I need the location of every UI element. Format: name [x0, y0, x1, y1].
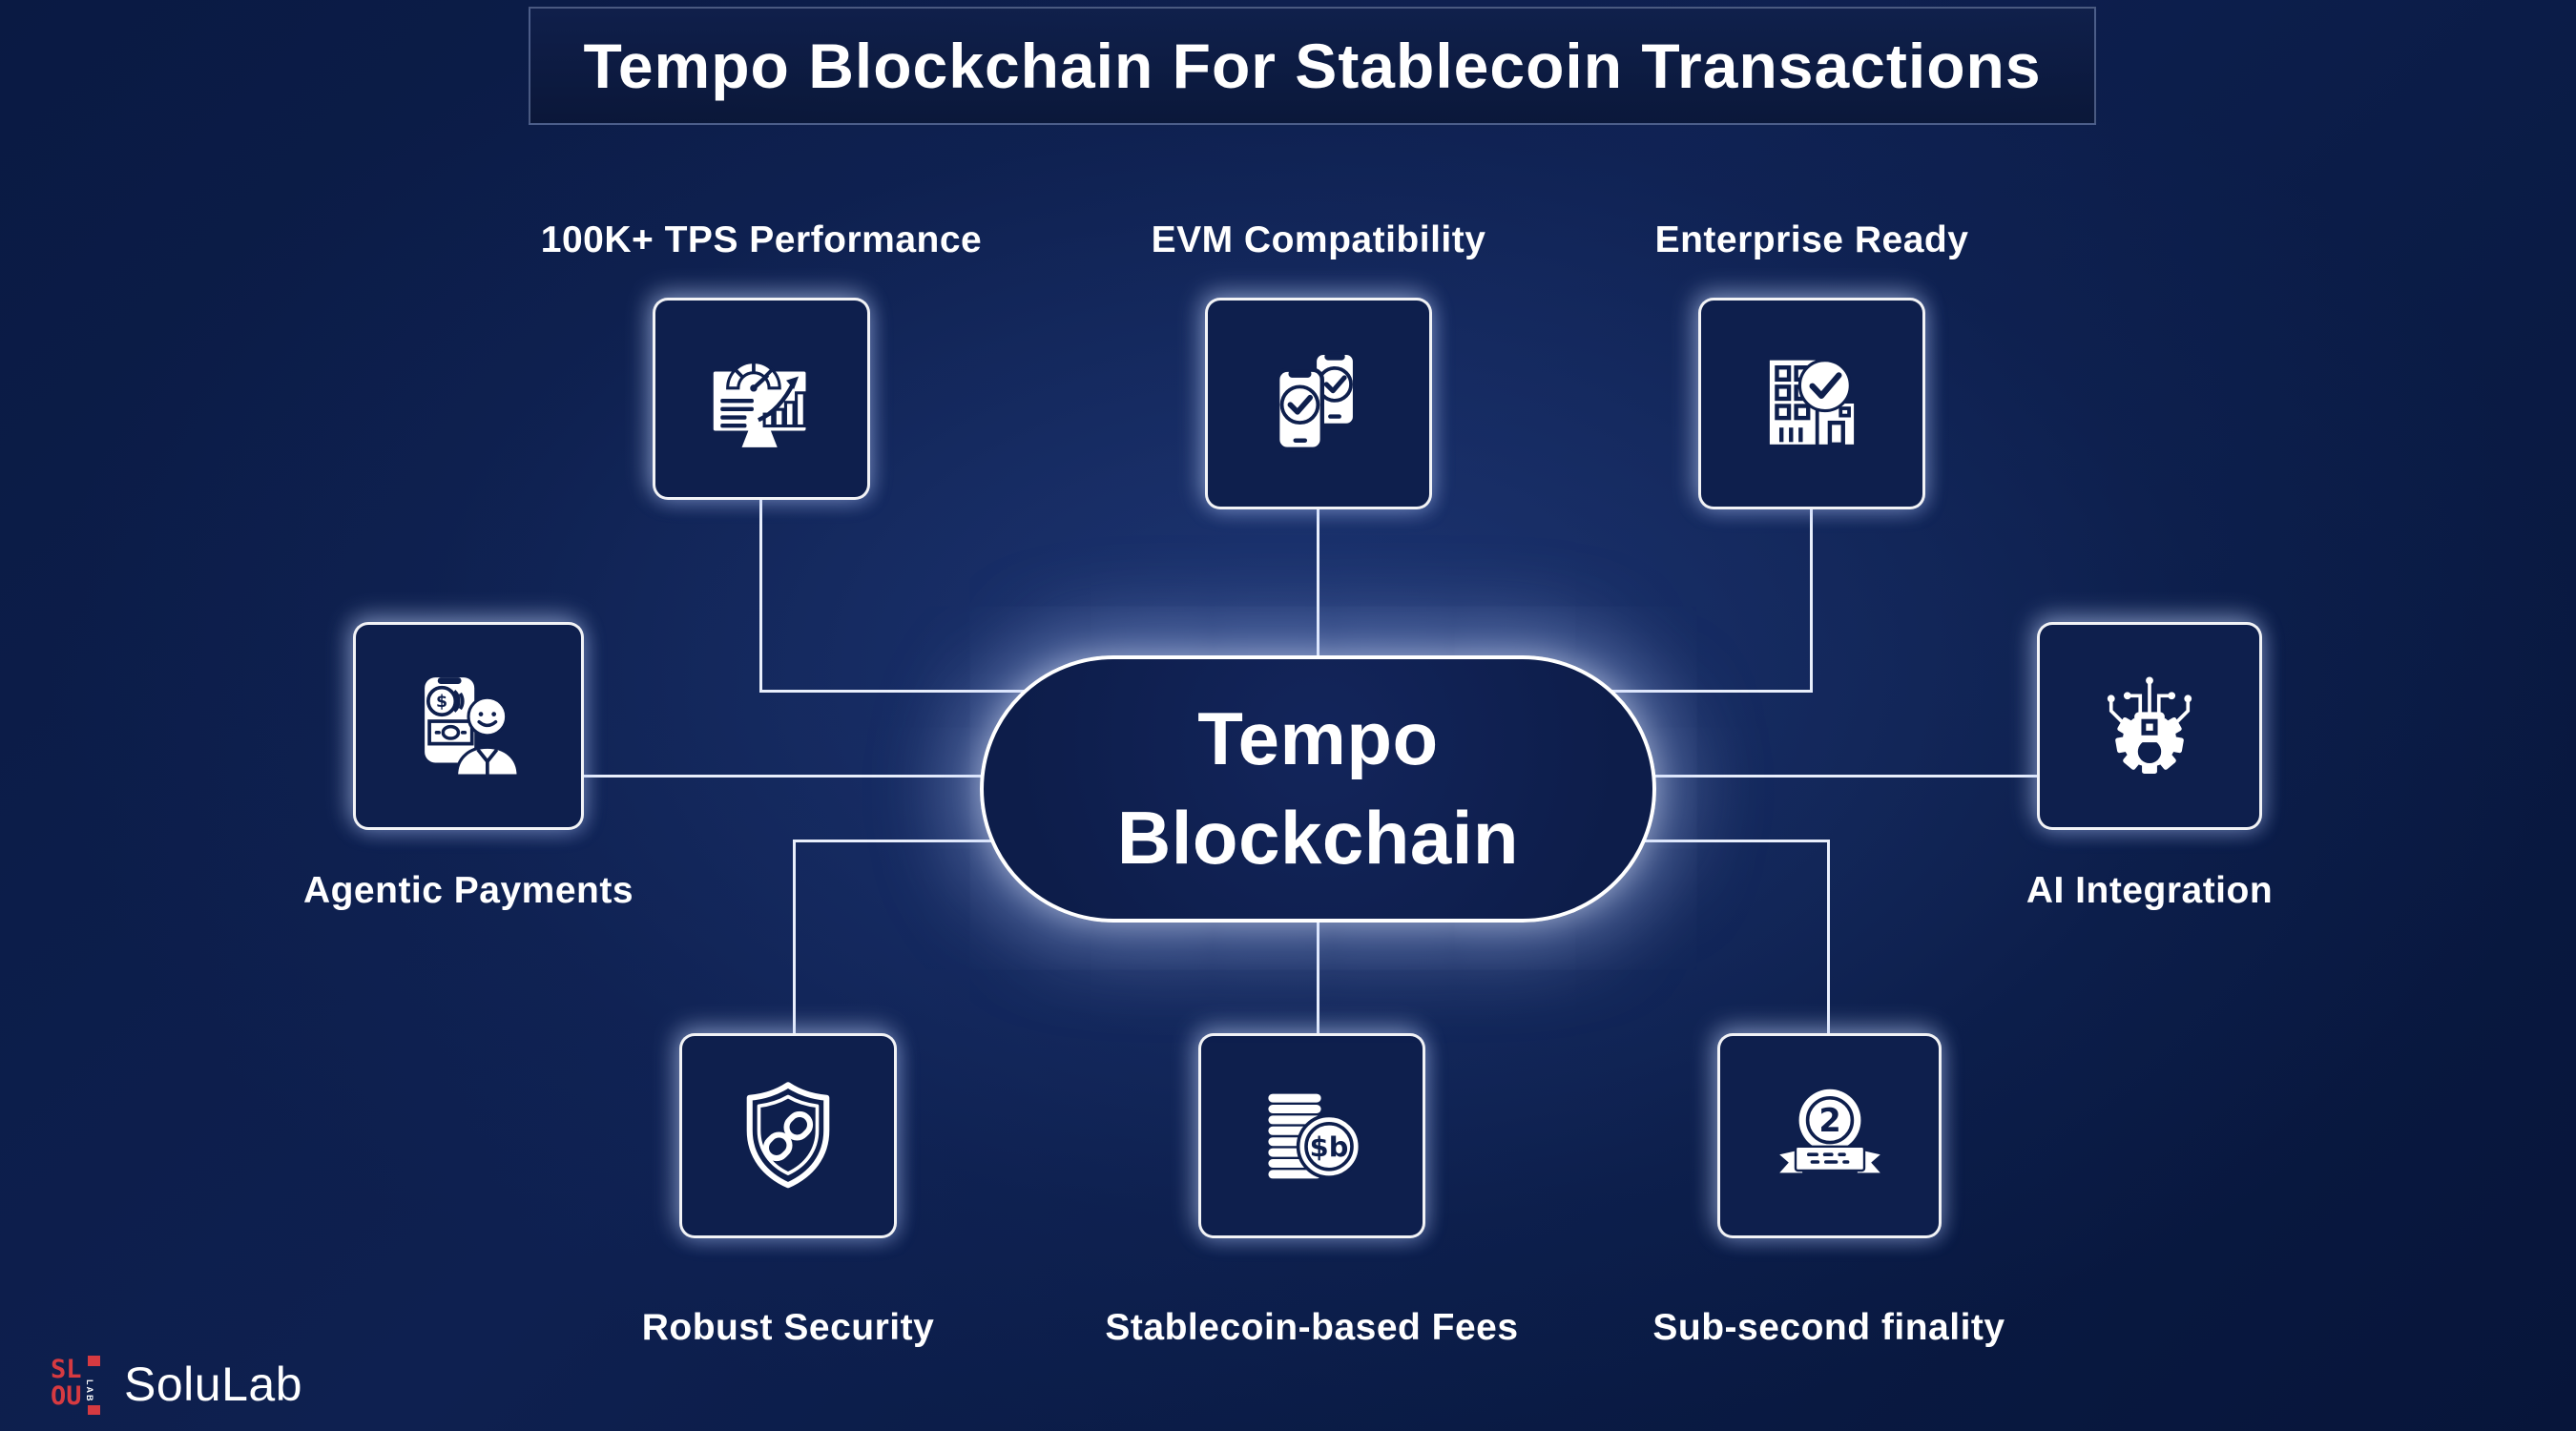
title-banner: Tempo Blockchain For Stablecoin Transact… [529, 7, 2096, 125]
payments-person-icon: $ [425, 677, 520, 778]
brand-name: SoluLab [124, 1358, 302, 1411]
ai-gear-chip-icon [2107, 676, 2192, 775]
label-ai: AI Integration [2025, 870, 2274, 911]
brand-logo: SL OU LAB SoluLab [50, 1351, 302, 1418]
label-tps: 100K+ TPS Performance [540, 219, 983, 260]
connector-fees-vertical [1317, 921, 1319, 1033]
page-title: Tempo Blockchain For Stablecoin Transact… [583, 31, 2042, 101]
speedometer-chart-icon [713, 361, 806, 447]
feature-box-agentic: $ [353, 622, 584, 830]
connector-security-vertical [793, 840, 796, 1033]
label-fees: Stablecoin-based Fees [1105, 1307, 1519, 1348]
connector-finality-horizontal [1584, 840, 1829, 842]
connector-ai-horizontal [1639, 775, 2037, 778]
label-agentic: Agentic Payments [302, 870, 634, 911]
connector-enterprise-horizontal [1584, 690, 1813, 693]
mark-bottom-letters: OU [51, 1381, 82, 1411]
label-security: Robust Security [641, 1307, 935, 1348]
feature-box-evm [1205, 298, 1432, 509]
feature-box-finality: 2 [1717, 1033, 1942, 1238]
medal-badge-icon: 2 [1778, 1089, 1880, 1172]
connector-security-horizontal [793, 840, 1002, 842]
medal-number: 2 [1818, 1102, 1840, 1139]
label-finality: Sub-second finality [1652, 1307, 2005, 1348]
stablecoin-stack-icon: $b [1268, 1093, 1362, 1179]
building-check-icon [1769, 359, 1855, 447]
label-evm: EVM Compatibility [1151, 219, 1486, 260]
connector-tps-horizontal [759, 690, 1030, 693]
dual-phones-check-icon [1275, 351, 1357, 452]
connector-enterprise-vertical [1810, 498, 1813, 693]
solulab-mark-icon: SL OU LAB [51, 1355, 100, 1415]
stablecoin-symbol: $b [1310, 1130, 1349, 1163]
mark-side-letters: LAB [85, 1379, 94, 1403]
shield-link-icon [746, 1081, 830, 1188]
dollar-symbol: $ [436, 693, 447, 712]
connector-tps-vertical [759, 498, 762, 693]
connector-finality-vertical [1827, 840, 1830, 1033]
feature-box-fees: $b [1198, 1033, 1425, 1238]
feature-box-tps [653, 298, 870, 500]
mark-top-letters: SL [51, 1355, 82, 1384]
central-node-line2: Blockchain [1116, 796, 1520, 880]
connector-evm-vertical [1317, 508, 1319, 658]
label-enterprise: Enterprise Ready [1654, 219, 1969, 260]
feature-box-security [679, 1033, 897, 1238]
feature-box-enterprise [1698, 298, 1925, 509]
connector-agentic-horizontal [584, 775, 997, 778]
central-node: Tempo Blockchain [980, 655, 1656, 923]
feature-box-ai [2037, 622, 2262, 830]
central-node-line1: Tempo [1197, 696, 1439, 781]
